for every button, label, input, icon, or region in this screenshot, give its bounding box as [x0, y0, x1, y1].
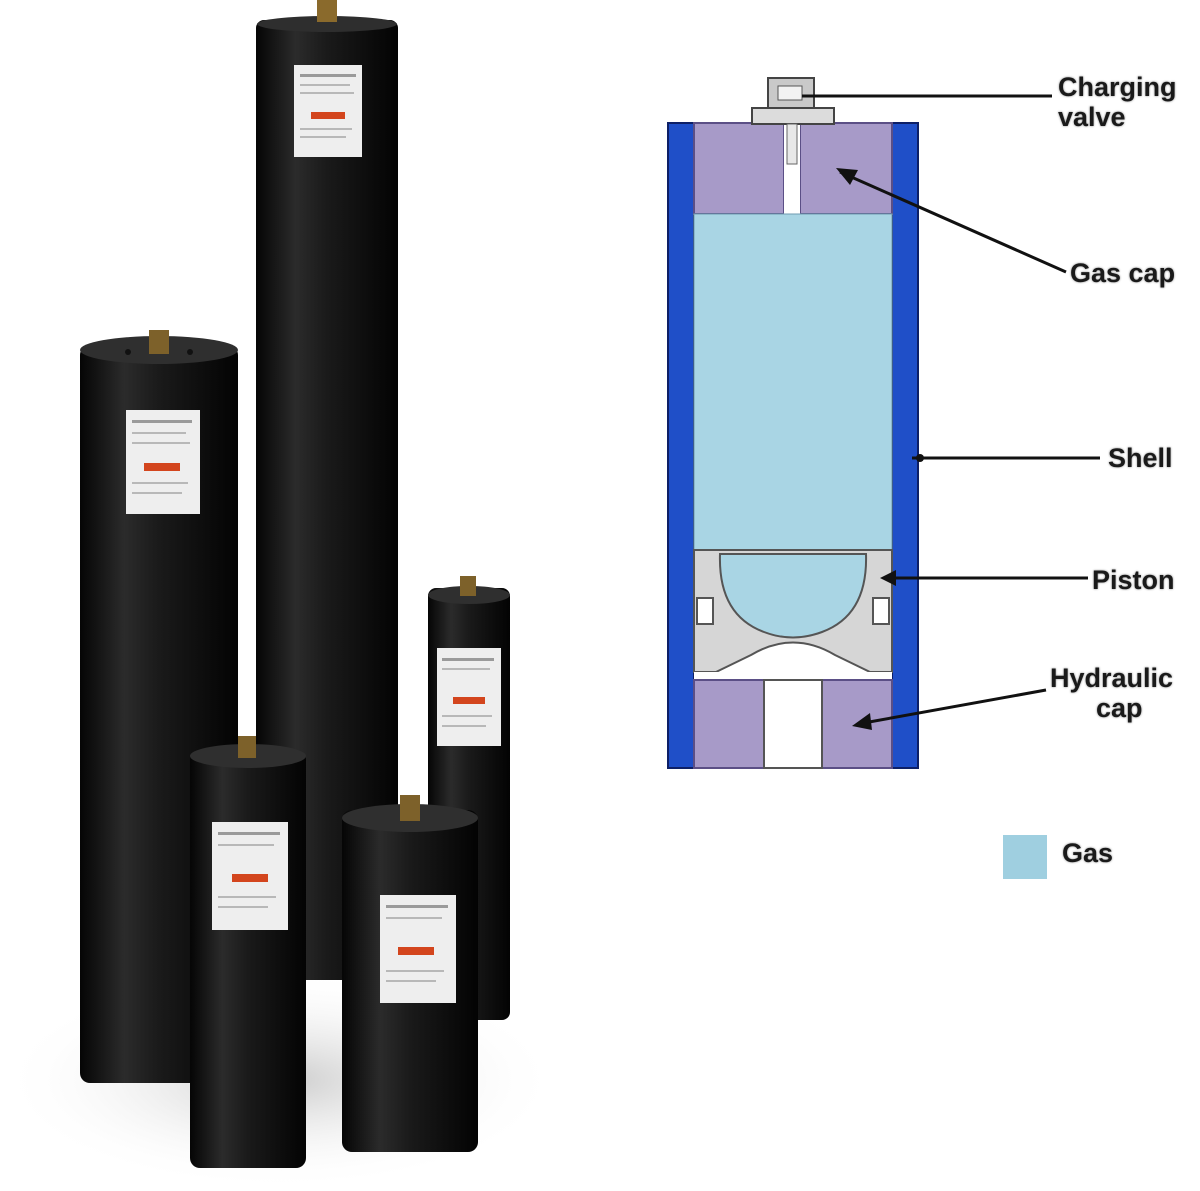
charging-valve-icon [149, 330, 169, 354]
shell-wall-left [667, 122, 695, 769]
short-accumulator-left [190, 736, 306, 1168]
gas-cap-left [693, 122, 785, 215]
label-hydraulic-cap: Hydraulic cap [1050, 663, 1174, 723]
charging-valve-icon [460, 576, 476, 596]
label-gas-cap: Gas cap [1070, 258, 1176, 288]
gas-cap-right [799, 122, 893, 215]
accumulator-cutaway [667, 77, 1100, 769]
gas-chamber [693, 213, 893, 551]
charging-valve [751, 77, 835, 165]
shell-wall-right [891, 122, 919, 769]
leader-hydraulic-cap [857, 688, 1047, 726]
legend-gas-swatch [1003, 835, 1047, 879]
legend-gas-label: Gas [1062, 838, 1114, 868]
piston [693, 549, 893, 673]
hydraulic-cap-left [693, 679, 765, 769]
hydraulic-port [763, 679, 823, 769]
charging-valve-icon [317, 0, 337, 22]
label-piston: Piston [1092, 565, 1175, 595]
charging-valve-icon [238, 736, 256, 758]
accumulator-photo [0, 0, 560, 1190]
leader-gas-cap [839, 170, 1067, 274]
charging-valve-icon [400, 795, 420, 821]
tall-accumulator [256, 0, 398, 980]
label-charging-valve: Charging valve [1058, 72, 1177, 132]
short-accumulator-right [342, 795, 478, 1152]
label-shell: Shell [1108, 443, 1173, 473]
